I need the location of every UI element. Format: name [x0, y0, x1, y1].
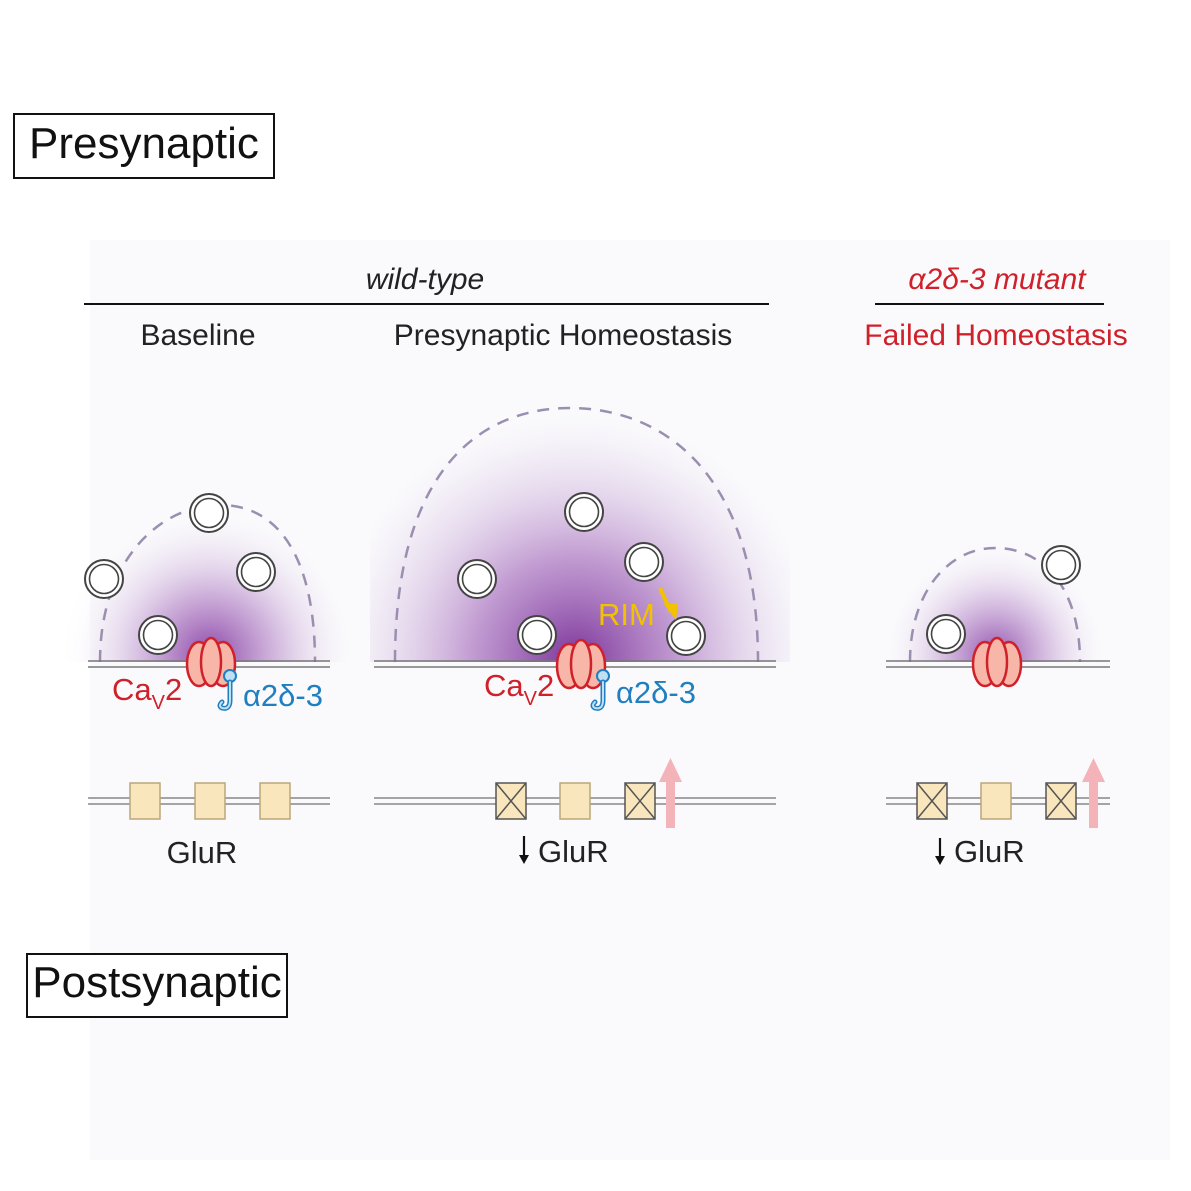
glur-decrease-arrow-failed: [935, 838, 945, 865]
vesicle: [666, 616, 706, 656]
glur-receptor: [129, 782, 161, 820]
vesicle: [236, 552, 276, 592]
vesicle: [189, 493, 229, 533]
a2d3-label-homeostasis: α2δ-3: [616, 675, 696, 710]
cav2-label-homeostasis: CaV2: [484, 668, 554, 710]
vesicle: [926, 614, 966, 654]
active-zone-outline-homeostasis: [393, 406, 760, 663]
glur-receptor: [259, 782, 291, 820]
vesicle: [84, 559, 124, 599]
baseline-title: Baseline: [140, 319, 255, 352]
presynaptic-label: Presynaptic: [29, 119, 259, 168]
glur-receptor: [194, 782, 226, 820]
failed-title: Failed Homeostasis: [864, 319, 1127, 352]
wild-type-header: wild-type: [366, 263, 484, 296]
vesicle: [624, 542, 664, 582]
glur-label-failed: GluR: [954, 834, 1025, 869]
glur-receptor-removed: [624, 782, 656, 820]
glur-receptor: [980, 782, 1012, 820]
release-increase-arrow-failed: [1082, 758, 1105, 828]
rim-label: RIM: [598, 597, 655, 632]
glur-receptor-removed: [1045, 782, 1077, 820]
vesicle: [564, 492, 604, 532]
glur-label-baseline: GluR: [167, 835, 238, 870]
glur-label-homeostasis: GluR: [538, 834, 609, 869]
failed-panel: GluR: [880, 520, 1120, 869]
glur-decrease-arrow-homeostasis: [519, 836, 529, 864]
cav2-channel-failed: [971, 636, 1023, 688]
vesicle: [457, 559, 497, 599]
homeostasis-panel: RIM CaV2 α2δ-3 GluR: [370, 380, 790, 869]
vesicle: [138, 615, 178, 655]
postsynaptic-label: Postsynaptic: [32, 958, 281, 1007]
a2d3-label-baseline: α2δ-3: [243, 678, 323, 713]
vesicle: [1041, 545, 1081, 585]
cav2-channel-homeostasis: [555, 638, 607, 690]
presynaptic-box: [13, 113, 275, 179]
calcium-cloud-baseline: [60, 440, 360, 662]
cav2-label-baseline: CaV2: [112, 672, 182, 714]
glur-receptor-removed: [495, 782, 527, 820]
postsynaptic-box: [26, 953, 288, 1018]
glur-receptor-removed: [916, 782, 948, 820]
vesicle: [517, 615, 557, 655]
release-increase-arrow: [659, 758, 682, 828]
mutant-header: α2δ-3 mutant: [908, 263, 1087, 296]
baseline-panel: CaV2 α2δ-3 GluR: [60, 440, 360, 870]
glur-receptor: [559, 782, 591, 820]
active-zone-outline-failed: [908, 546, 1082, 663]
homeostasis-title: Presynaptic Homeostasis: [394, 319, 732, 352]
